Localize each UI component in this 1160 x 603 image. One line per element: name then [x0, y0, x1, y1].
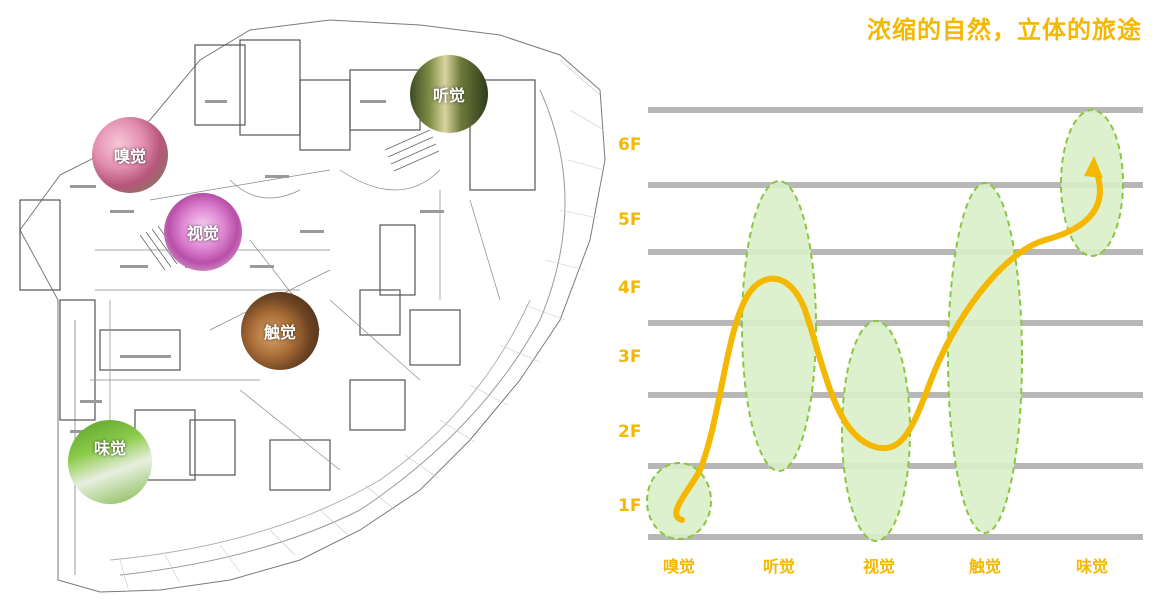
sense-label-3: 视觉 [862, 557, 895, 576]
floor-label-4f: 4F [618, 278, 642, 298]
badge-label-sight: 视觉 [186, 224, 219, 243]
sight-photo-badge: 视觉 [164, 193, 242, 271]
sense-zone-4 [947, 182, 1023, 534]
badge-label-smell: 嗅觉 [113, 147, 146, 166]
sense-label-2: 听觉 [762, 557, 795, 576]
headline: 浓缩的自然，立体的旅途 [867, 16, 1142, 44]
badge-label-touch: 触觉 [263, 323, 296, 342]
taste-photo-badge: 味觉 [68, 420, 152, 504]
plan-escalators [139, 129, 440, 271]
floor-label-1f: 1F [618, 496, 642, 516]
sense-zone-5 [1060, 109, 1124, 257]
sense-label-5: 味觉 [1075, 557, 1108, 576]
plan-arc-2 [109, 299, 531, 561]
badge-label-hearing: 听觉 [432, 86, 465, 105]
touch-photo-badge: 触觉 [241, 292, 319, 370]
plan-outline [19, 19, 606, 593]
journey-arrow-head [1084, 156, 1103, 178]
floor-label-2f: 2F [618, 422, 642, 442]
sense-label-1: 嗅觉 [662, 557, 695, 576]
sense-zone-2 [741, 180, 817, 472]
floor-label-6f: 6F [618, 135, 642, 155]
journey-path [673, 165, 1103, 523]
badge-label-taste: 味觉 [93, 438, 126, 458]
plan-hatch [119, 59, 605, 589]
hearing-photo-badge: 听觉 [410, 55, 488, 133]
smell-photo-badge: 嗅觉 [92, 117, 168, 193]
floor-label-5f: 5F [618, 210, 642, 230]
sense-label-4: 触觉 [968, 557, 1001, 576]
floor-label-3f: 3F [618, 347, 642, 367]
